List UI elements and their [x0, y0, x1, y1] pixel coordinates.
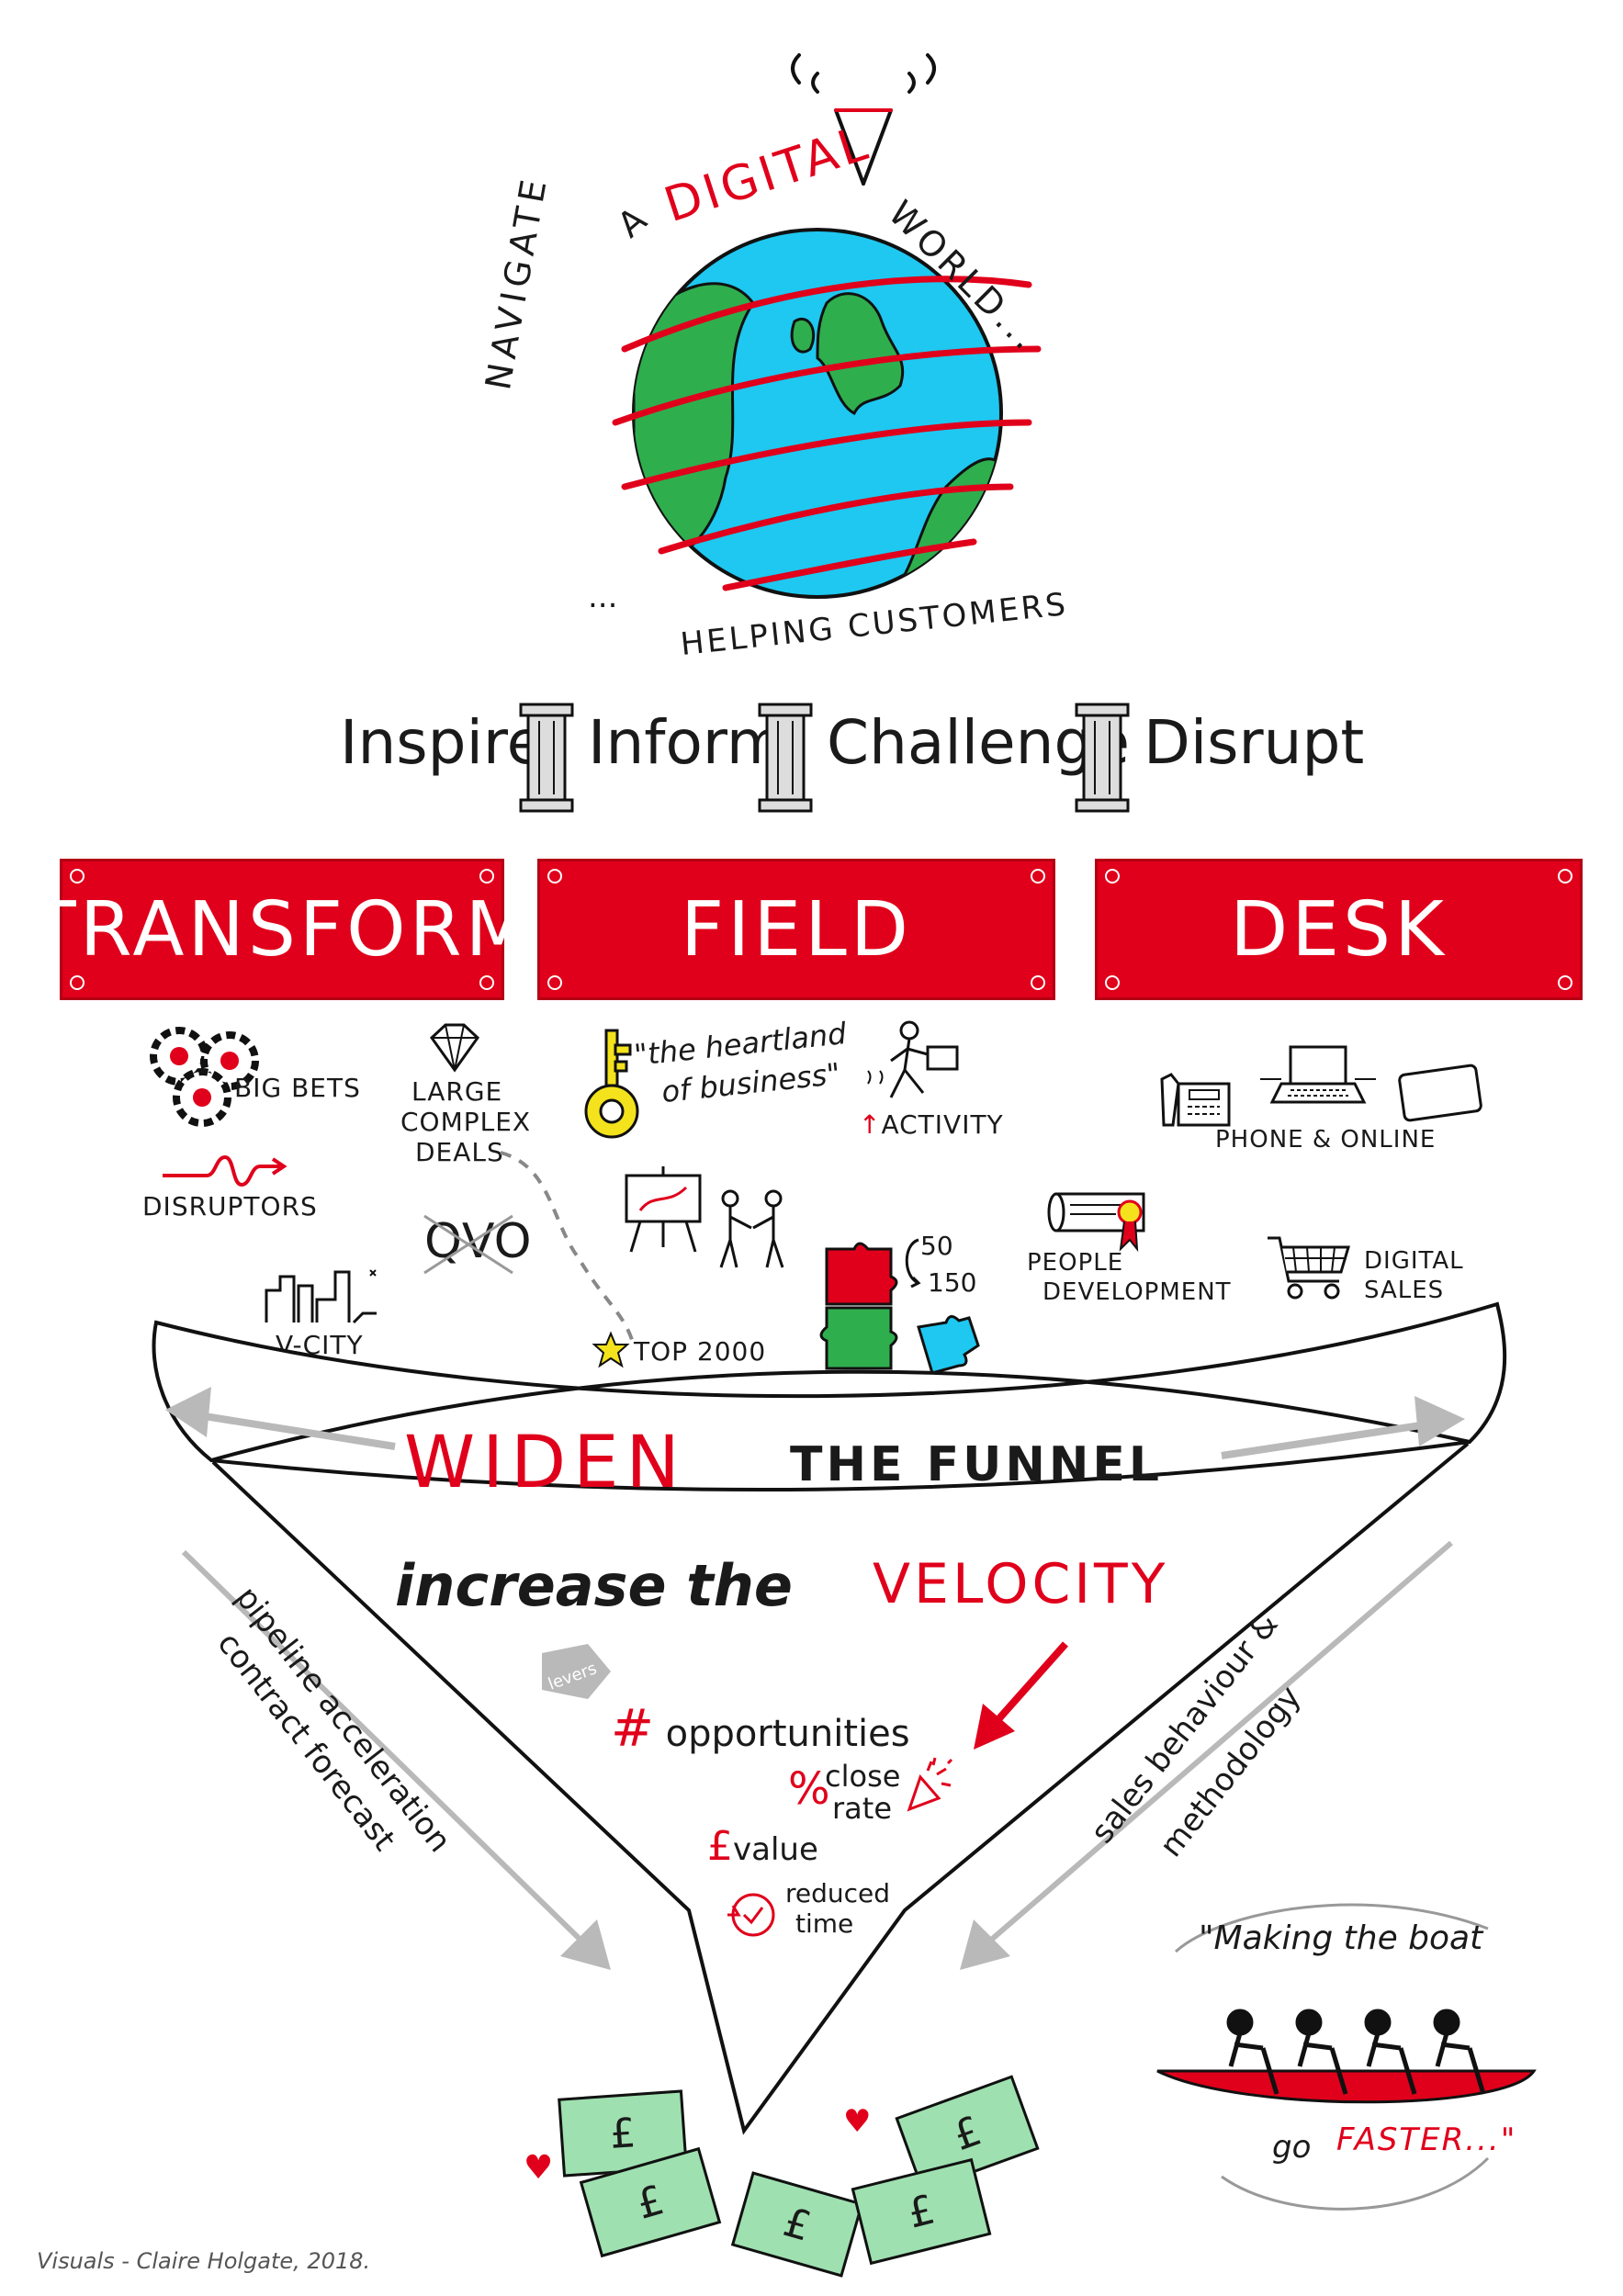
- key-icon: [584, 1029, 639, 1139]
- banner-desk: DESK: [1095, 859, 1583, 1000]
- globe-section: NAVIGATE A DIGITAL WORLD... HELPING CUST…: [478, 53, 1102, 663]
- banner-desk-label: DESK: [1230, 885, 1448, 974]
- large-complex-deals-line2: COMPLEX: [400, 1107, 532, 1137]
- city-skyline-icon: [265, 1269, 377, 1324]
- globe-icon: [612, 53, 1042, 599]
- close-rate-line2: rate: [832, 1791, 892, 1826]
- credit-label: Visuals - Claire Holgate, 2018.: [37, 2248, 371, 2274]
- desk-phone-icon: [1160, 1073, 1231, 1127]
- timer-icon: [727, 1893, 775, 1937]
- certificate-scroll-icon: [1047, 1192, 1145, 1253]
- people-development-line1: PEOPLE: [1027, 1249, 1124, 1277]
- top-2000-label: TOP 2000: [634, 1336, 767, 1367]
- reduced-time-line2: time: [795, 1908, 854, 1939]
- activity-text: ACTIVITY: [881, 1109, 1004, 1140]
- pillar-inform: Inform: [588, 707, 786, 778]
- banknote-symbol: £: [778, 2198, 817, 2251]
- ratio-50: 50: [920, 1231, 953, 1261]
- dashed-path-icon: [500, 1151, 636, 1346]
- banner-transform: TRANSFORM: [30, 859, 530, 1000]
- boat-quote-top: "Making the boat: [1199, 1919, 1483, 1957]
- column-icon: [519, 703, 574, 813]
- heart-icon: ♥: [843, 2103, 872, 2140]
- banner-field-label: FIELD: [681, 885, 912, 974]
- handshake-icon: [719, 1189, 784, 1268]
- arc-dots: ...: [588, 579, 618, 615]
- activity-label: ↑ACTIVITY: [859, 1109, 1004, 1140]
- banknote-symbol: £: [608, 2109, 637, 2158]
- ratio-150: 150: [928, 1267, 977, 1298]
- column-icon: [1075, 703, 1130, 813]
- star-icon: [592, 1331, 630, 1368]
- people-development-line2: DEVELOPMENT: [1043, 1278, 1232, 1306]
- close-rate-line1: close: [825, 1759, 901, 1794]
- column-icon: [758, 703, 813, 813]
- poker-chips-icon: [150, 1027, 259, 1127]
- party-popper-icon: [907, 1757, 953, 1812]
- walking-person-icon: [867, 1020, 959, 1098]
- pillar-inspire: Inspire: [340, 707, 545, 778]
- pillar-disrupt: Disrupt: [1144, 707, 1365, 778]
- funnel-shape: [152, 1301, 1507, 2135]
- phone-online-label: PHONE & ONLINE: [1215, 1126, 1437, 1154]
- opportunities-label: opportunities: [665, 1713, 910, 1755]
- banknote-symbol: £: [631, 2176, 670, 2229]
- cross-out-icon: [423, 1214, 513, 1275]
- heart-icon: ♥: [524, 2149, 554, 2187]
- the-funnel-label: THE FUNNEL: [790, 1437, 1164, 1492]
- cycle-arrows-icon: [905, 1238, 921, 1289]
- banner-transform-label: TRANSFORM: [29, 885, 535, 974]
- pound-symbol: £: [707, 1823, 733, 1870]
- laptop-icon: [1260, 1045, 1376, 1104]
- disruptors-label: DISRUPTORS: [142, 1191, 318, 1221]
- diamond-icon: [430, 1023, 479, 1073]
- large-complex-deals-line3: DEALS: [415, 1137, 504, 1167]
- velocity-label: VELOCITY: [873, 1552, 1169, 1616]
- squiggle-arrow-icon: [163, 1154, 287, 1187]
- reduced-time-line1: reduced: [785, 1878, 891, 1908]
- banner-field: FIELD: [537, 859, 1055, 1000]
- pillar-challenge: Challenge: [827, 707, 1130, 778]
- tablet-icon: [1398, 1064, 1482, 1122]
- large-complex-deals-line1: LARGE: [411, 1076, 503, 1107]
- big-bets-label: BIG BETS: [234, 1073, 361, 1103]
- shopping-cart-icon: [1268, 1236, 1351, 1300]
- up-arrow-icon: ↑: [859, 1109, 882, 1140]
- puzzle-pieces-icon: [819, 1242, 980, 1375]
- boat-quote-faster: FASTER...": [1336, 2122, 1517, 2158]
- opportunities-row: # opportunities: [611, 1699, 910, 1759]
- widen-label: WIDEN: [404, 1422, 687, 1504]
- percent-symbol: %: [788, 1763, 830, 1815]
- digital-sales-line2: SALES: [1364, 1277, 1445, 1304]
- increase-the-label: increase the: [395, 1552, 793, 1619]
- value-label: value: [733, 1831, 818, 1868]
- banknote-icon: £: [851, 2157, 992, 2266]
- banknote-symbol: £: [903, 2185, 940, 2238]
- banknote-icon: £: [730, 2171, 864, 2278]
- value-row: £value: [707, 1823, 818, 1870]
- presentation-board-icon: [625, 1166, 702, 1253]
- digital-sales-line1: DIGITAL: [1364, 1247, 1464, 1275]
- rowing-boat-icon: [1156, 1903, 1537, 2211]
- boat-quote-go: go: [1272, 2129, 1312, 2166]
- hash-symbol: #: [611, 1699, 654, 1759]
- banknote-symbol: £: [947, 2107, 987, 2160]
